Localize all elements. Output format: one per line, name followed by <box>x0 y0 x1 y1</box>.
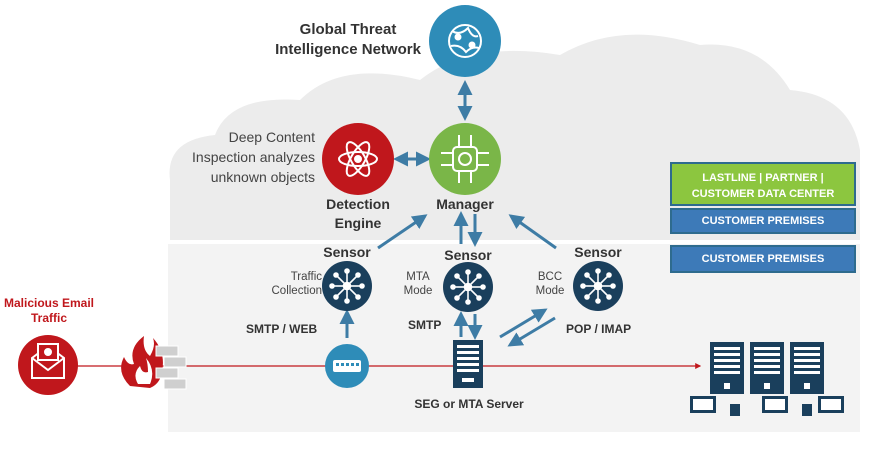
sensor-hub-icon <box>580 268 616 304</box>
global-threat-title-line1: Global Threat <box>299 21 397 38</box>
sensor-bcc-mode: BCC Mode <box>528 270 572 298</box>
server-icon <box>453 340 483 388</box>
firewall-icon <box>121 336 187 390</box>
sensor-traffic-mode: Traffic Collection <box>262 270 323 298</box>
manager-node <box>429 123 501 195</box>
legend-data-center-line2: CUSTOMER DATA CENTER <box>691 188 835 200</box>
server-rack-icon <box>690 342 844 416</box>
global-threat-title-line2: Intelligence Network <box>275 41 421 58</box>
protocol-smtp-web: SMTP / WEB <box>246 322 318 336</box>
gear-circuit-icon <box>441 135 489 183</box>
detection-engine-title-line1: Detection <box>326 196 390 212</box>
legend-premises-box-lower: CUSTOMER PREMISES <box>670 245 856 273</box>
sensor-traffic-node <box>322 261 372 311</box>
sensor-mta-title: Sensor <box>444 247 492 263</box>
legend-data-center-box: LASTLINE | PARTNER | CUSTOMER DATA CENTE… <box>670 162 856 206</box>
detection-engine-node <box>322 123 394 195</box>
sensor-hub-icon <box>329 268 365 304</box>
malicious-email-node <box>18 335 78 395</box>
sensor-mta-mode: MTA Mode <box>396 270 440 298</box>
arrow-sensor-bcc-server <box>507 316 556 347</box>
sensor-bcc-node <box>573 261 623 311</box>
sensor-bcc-mode-line2: Mode <box>535 285 565 297</box>
detection-description-line3: unknown objects <box>210 169 315 185</box>
sensor-bcc-mode-line1: BCC <box>537 271 563 283</box>
legend-data-center-line1: LASTLINE | PARTNER | <box>702 172 824 184</box>
arrow-sensor-traffic-manager <box>377 214 428 250</box>
manager-title: Manager <box>436 196 494 212</box>
legend-premises-box-upper: CUSTOMER PREMISES <box>670 208 856 234</box>
seg-server-node <box>453 340 483 388</box>
sensor-bcc-title: Sensor <box>574 244 622 260</box>
sensor-mta-node <box>443 262 493 312</box>
detection-engine-title: Detection Engine <box>308 195 408 233</box>
sensor-hub-icon <box>450 269 486 305</box>
atom-icon <box>338 141 378 177</box>
protocol-pop-imap: POP / IMAP <box>566 322 632 336</box>
sensor-mta-mode-line2: Mode <box>403 285 433 297</box>
switch-node <box>325 344 369 388</box>
sensor-mta-mode-line1: MTA <box>406 271 430 283</box>
malicious-email-title: Malicious Email Traffic <box>0 296 98 326</box>
sensor-traffic-title: Sensor <box>323 244 371 260</box>
arrow-sensor-bcc-manager <box>508 214 557 250</box>
detection-description-line1: Deep Content <box>228 129 315 145</box>
detection-description: Deep Content Inspection analyzes unknown… <box>165 127 315 187</box>
sensor-traffic-mode-line2: Collection <box>271 285 323 297</box>
connection-arrows <box>339 80 557 347</box>
malicious-email-title-line2: Traffic <box>30 311 67 325</box>
mail-servers-node <box>690 342 844 416</box>
global-threat-title: Global Threat Intelligence Network <box>268 20 428 60</box>
network-switch-icon <box>333 360 361 372</box>
global-threat-node <box>429 5 501 77</box>
seg-server-label: SEG or MTA Server <box>414 397 524 411</box>
detection-engine-title-line2: Engine <box>334 215 382 231</box>
email-bug-icon <box>31 343 65 379</box>
malicious-email-title-line1: Malicious Email <box>3 296 95 310</box>
globe-network-icon <box>448 24 482 58</box>
sensor-traffic-mode-line1: Traffic <box>290 271 322 283</box>
detection-description-line2: Inspection analyzes <box>192 149 315 165</box>
protocol-smtp: SMTP <box>408 318 442 332</box>
